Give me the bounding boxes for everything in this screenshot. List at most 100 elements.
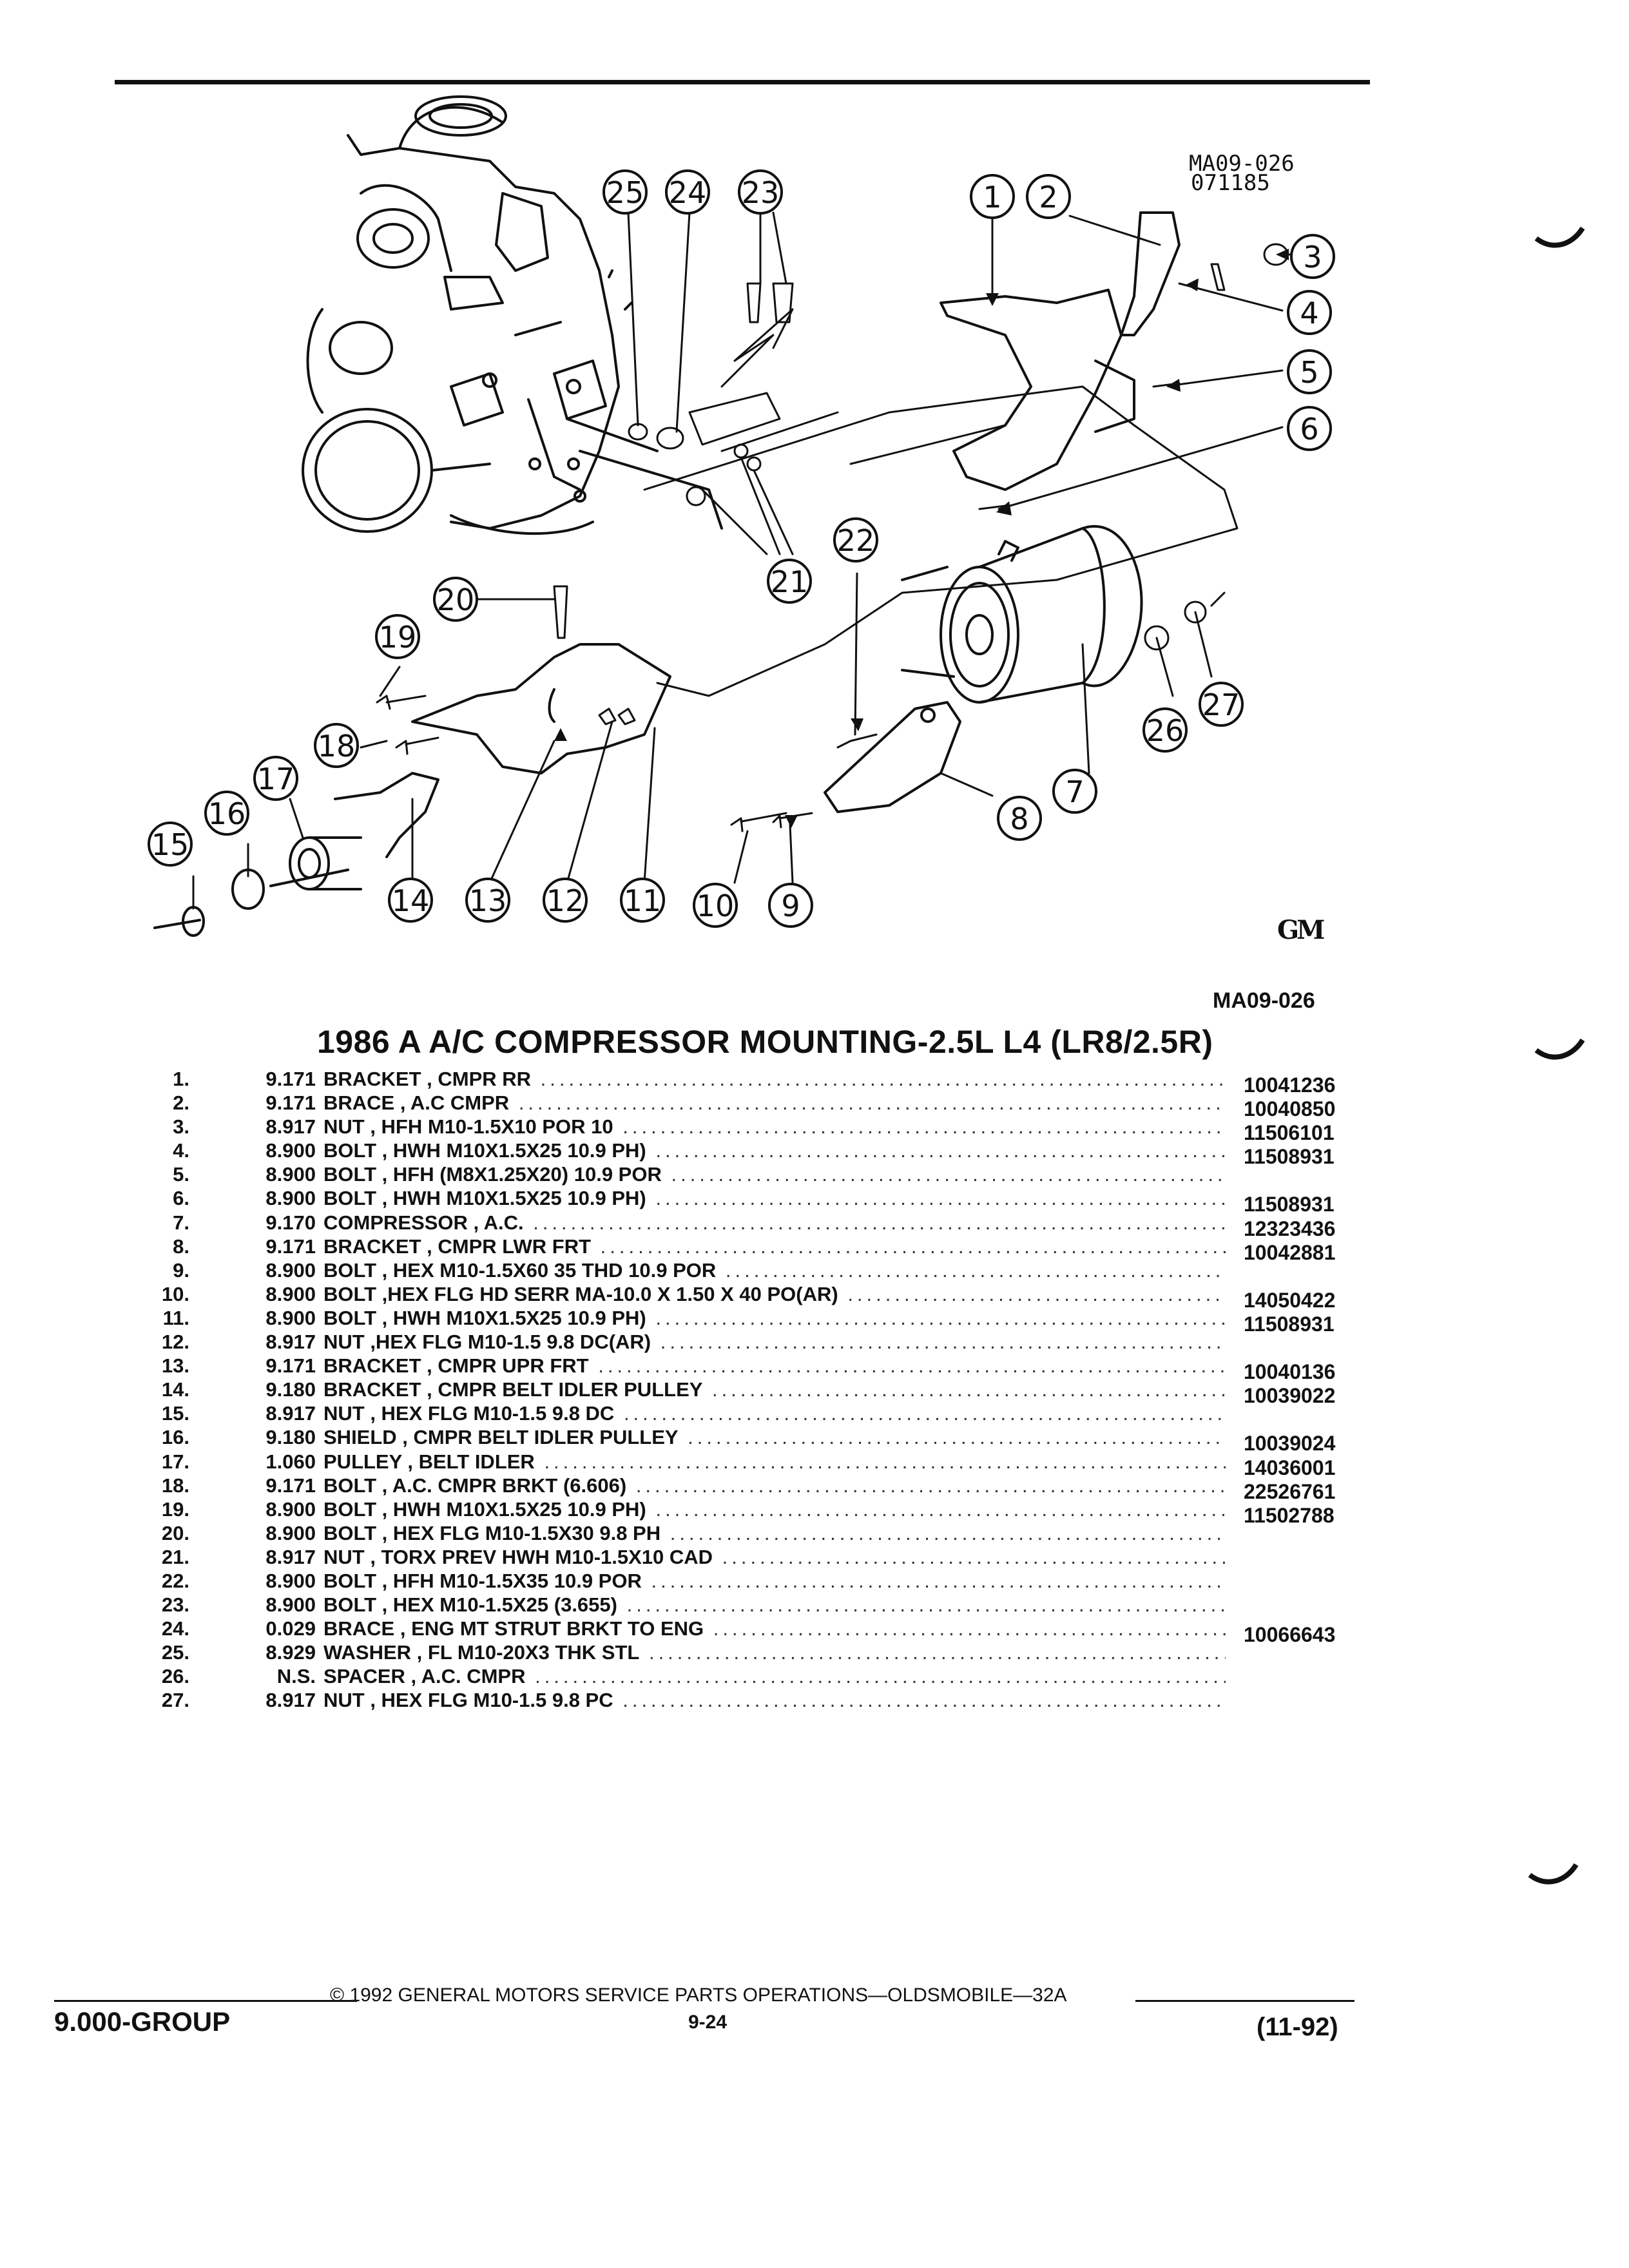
callout-16: 16 — [204, 791, 249, 836]
leader-dots: ........................................… — [712, 1378, 1226, 1401]
callout-7-label: 7 — [1065, 774, 1084, 809]
part-index: 4. — [173, 1139, 189, 1162]
callout-18: 18 — [314, 723, 359, 768]
callout-11-label: 11 — [624, 883, 662, 918]
callout-14: 14 — [388, 878, 433, 923]
callout-9: 9 — [768, 883, 813, 928]
part-description: NUT , HEX FLG M10-1.5 9.8 DC ...........… — [323, 1401, 1226, 1425]
part-index: 16. — [161, 1426, 189, 1449]
part-index: 19. — [161, 1497, 189, 1521]
part-row: 19. 8.900 BOLT , HWH M10X1.5X25 10.9 PH) .… — [148, 1497, 1373, 1527]
callout-6: 6 — [1287, 406, 1332, 451]
part-index: 8. — [173, 1235, 189, 1258]
callout-1-label: 1 — [983, 180, 1001, 215]
part-description: BOLT , HFH (M8X1.25X20) 10.9 POR .......… — [323, 1162, 1226, 1186]
part-index: 11. — [162, 1306, 189, 1329]
part-number: 11502788 — [1244, 1503, 1335, 1527]
callout-13-label: 13 — [469, 883, 507, 918]
leader-dots: ........................................… — [655, 1497, 1226, 1521]
diagram-id-line1: MA09-026 — [1189, 151, 1295, 177]
leader-dots: ........................................… — [651, 1569, 1226, 1592]
callout-2: 2 — [1026, 174, 1071, 219]
gm-logo: GM — [1277, 915, 1325, 945]
leader-dots: ........................................… — [671, 1163, 1226, 1186]
part-group: 8.900 — [265, 1258, 316, 1282]
callout-14-label: 14 — [392, 883, 430, 918]
callout-20: 20 — [433, 577, 478, 622]
callout-12: 12 — [543, 878, 588, 923]
callout-5: 5 — [1287, 349, 1332, 394]
part-group: 8.917 — [265, 1545, 316, 1568]
callout-26: 26 — [1142, 707, 1188, 753]
part-group: 8.900 — [265, 1163, 316, 1186]
part-row: 9. 8.900 BOLT , HEX M10-1.5X60 35 THD 10.9… — [148, 1258, 1373, 1282]
part-group: 8.900 — [265, 1282, 316, 1305]
part-index: 21. — [161, 1545, 189, 1568]
callout-23: 23 — [738, 169, 783, 215]
part-description: BOLT , HWH M10X1.5X25 10.9 PH) .........… — [323, 1306, 1226, 1330]
compressor-illustration — [901, 524, 1143, 704]
part-group: 9.171 — [265, 1235, 316, 1258]
footer-rule-right — [1135, 2000, 1354, 2002]
part-group: 1.060 — [265, 1450, 316, 1473]
callout-21: 21 — [767, 559, 812, 604]
part-group: 9.180 — [265, 1426, 316, 1449]
part-description: BOLT , HWH M10X1.5X25 10.9 PH) .........… — [323, 1139, 1226, 1162]
part-description: SPACER , A.C. CMPR .....................… — [323, 1664, 1226, 1688]
callout-25-label: 25 — [606, 175, 644, 210]
part-number: 22526761 — [1244, 1479, 1336, 1503]
part-group: 8.900 — [265, 1497, 316, 1521]
part-description-text: BOLT , A.C. CMPR BRKT (6.606) — [323, 1474, 627, 1497]
callout-8-label: 8 — [1010, 802, 1028, 836]
part-number: 10040136 — [1244, 1360, 1336, 1384]
leader-dots: ........................................… — [722, 1545, 1226, 1568]
part-number: 11508931 — [1244, 1193, 1335, 1216]
callout-27: 27 — [1199, 682, 1244, 727]
callout-6-label: 6 — [1300, 412, 1318, 447]
part-group: 8.929 — [265, 1641, 316, 1664]
part-number: 10066643 — [1244, 1623, 1336, 1647]
leader-dots: ........................................… — [660, 1331, 1226, 1354]
part-description-text: BOLT , HEX M10-1.5X25 (3.655) — [323, 1593, 617, 1617]
part-index: 10. — [161, 1282, 189, 1305]
leader-dots: ........................................… — [518, 1091, 1226, 1115]
part-index: 25. — [161, 1641, 189, 1664]
callout-10: 10 — [693, 883, 738, 928]
callout-27-label: 27 — [1202, 687, 1240, 722]
exploded-diagram: 25 24 23 1 2 3 4 5 6 22 21 20 19 27 26 1… — [148, 95, 1335, 937]
diagram-id-line2: 071185 — [1191, 170, 1270, 196]
part-index: 2. — [173, 1091, 189, 1115]
part-index: 9. — [173, 1258, 189, 1282]
part-description-text: WASHER , FL M10-20X3 THK STL — [323, 1641, 640, 1664]
callout-24-label: 24 — [669, 175, 707, 210]
part-description-text: BOLT , HWH M10X1.5X25 10.9 PH) — [323, 1497, 646, 1521]
leader-dots: ........................................… — [600, 1235, 1226, 1258]
callout-10-label: 10 — [697, 889, 735, 923]
callout-21-label: 21 — [771, 564, 809, 599]
footer-group: 9.000-GROUP — [54, 2006, 231, 2037]
footer-copyright: © 1992 GENERAL MOTORS SERVICE PARTS OPER… — [330, 1984, 1067, 2006]
part-group: 8.917 — [265, 1402, 316, 1425]
callout-11: 11 — [620, 878, 665, 923]
part-number: 10042881 — [1244, 1240, 1336, 1264]
part-row: 26.N.S.SPACER , A.C. CMPR ..............… — [148, 1664, 1373, 1688]
part-description-text: BOLT , HEX M10-1.5X60 35 THD 10.9 POR — [323, 1258, 717, 1282]
leader-dots: ........................................… — [670, 1521, 1226, 1544]
part-index: 18. — [161, 1474, 189, 1497]
part-group: N.S. — [276, 1665, 316, 1688]
part-description: BRACKET , CMPR BELT IDLER PULLEY .......… — [323, 1378, 1226, 1401]
part-description: BRACE , ENG MT STRUT BRKT TO ENG .......… — [323, 1617, 1226, 1640]
part-index: 3. — [173, 1115, 189, 1139]
footer-page-number: 9-24 — [688, 2012, 728, 2033]
